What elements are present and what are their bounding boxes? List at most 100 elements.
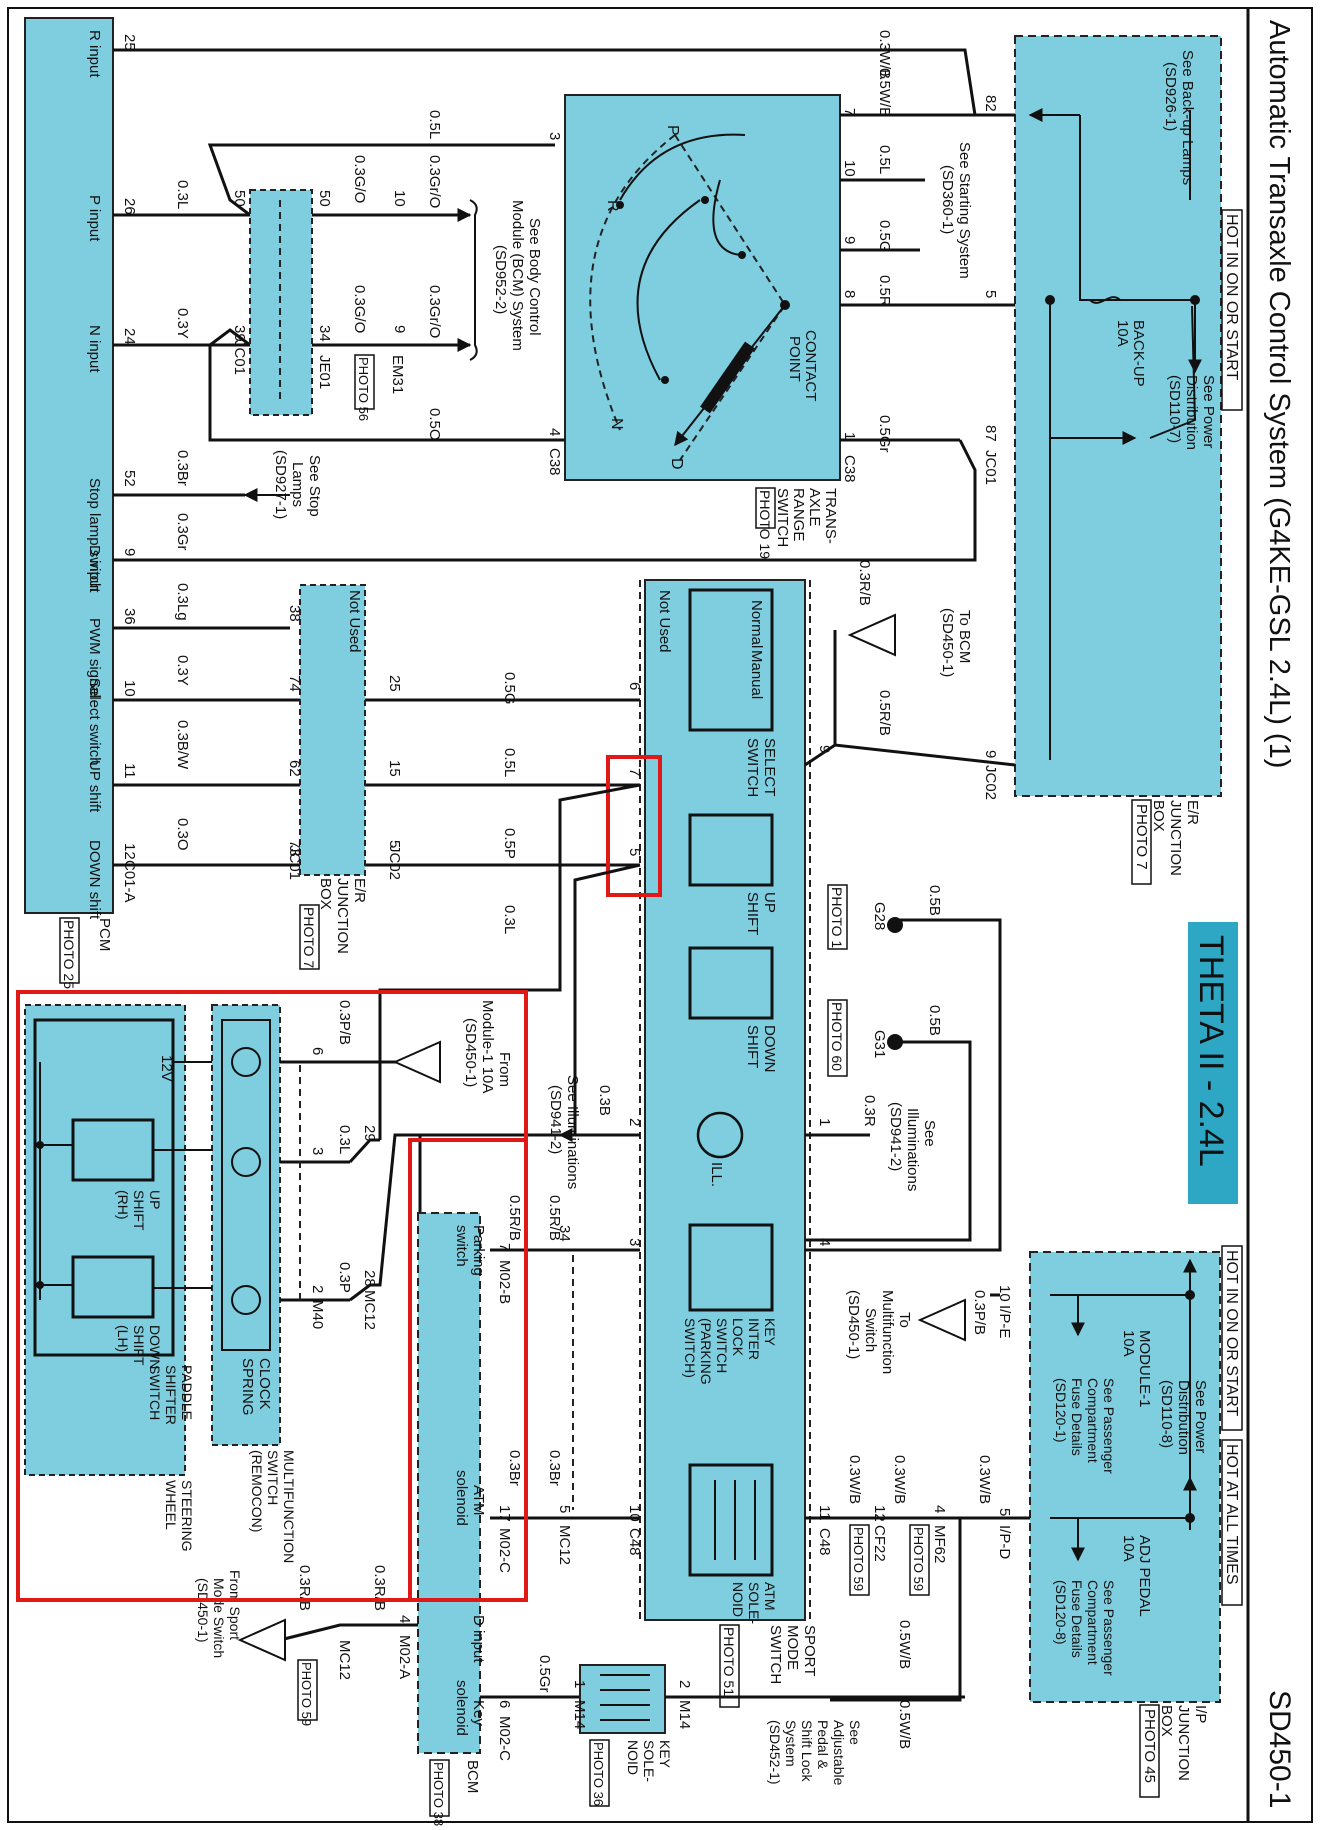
bcm-pin-17: 17	[496, 1505, 513, 1522]
range-switch-name-3: RANGE	[790, 488, 807, 541]
sheet-title: Automatic Transaxle Control System (G4KE…	[1263, 20, 1295, 768]
see-adj-4: Shift Lock	[799, 1720, 815, 1782]
ip-junction-box: HOT IN ON OR START HOT AT ALL TIMES I/P …	[996, 1245, 1243, 1798]
pcm-in-d: D input	[86, 545, 103, 593]
mc12-st: MC12	[361, 1290, 378, 1330]
g28: G28	[871, 902, 888, 930]
adj-see-1: See Passenger	[1101, 1580, 1117, 1676]
je01: JE01	[316, 355, 333, 389]
multi-sw-1: MULTIFUNCTION	[281, 1450, 297, 1563]
key-sol-2: SOLE-	[641, 1740, 657, 1782]
illumination-lamp-icon	[696, 1111, 744, 1159]
adj-fuse-1: ADJ PEDAL	[1136, 1535, 1153, 1617]
to-bcm-2: (SD450-1)	[939, 608, 956, 677]
bcm-see-1: See Body Control	[526, 218, 543, 336]
range-switch-photo: PHOTO 19	[757, 490, 773, 559]
ip-box-name-2: JUNCTION	[1175, 1705, 1192, 1781]
ip-hot-label-right: HOT AT ALL TIMES	[1223, 1444, 1240, 1585]
range-pin-9: 9	[841, 236, 858, 244]
w-05gr-key: 0.5Gr	[536, 1655, 553, 1693]
w-05g-range: 0.5G	[876, 220, 893, 253]
w-05rb-b: 0.5R/B	[506, 1195, 523, 1241]
er-left-photo: PHOTO 7	[301, 907, 317, 968]
module-see-2: Compartment	[1085, 1378, 1101, 1463]
pin-38: 38	[286, 605, 303, 622]
w-03y-n: 0.3Y	[174, 308, 191, 339]
mc12-sport-photo: PHOTO 59	[299, 1662, 314, 1726]
module-fuse-1: MODULE-1	[1136, 1330, 1153, 1408]
stop-see-2: Lamps	[289, 462, 306, 507]
pcm-in-pwm: PWM signal	[86, 618, 103, 698]
w-03l-p: 0.3L	[174, 180, 191, 209]
range-pos-n: N	[608, 418, 625, 430]
w-03y-sel: 0.3Y	[174, 655, 191, 686]
bcm-key-2: solenoid	[453, 1680, 470, 1736]
er-junction-box-left: Not Used E/R JUNCTION BOX PHOTO 7 JC01 J…	[286, 584, 403, 970]
key-sol-3: NOID	[625, 1740, 641, 1775]
w-03gro-a: 0.3G/O	[351, 155, 368, 203]
wheel-1: STEERING	[179, 1480, 195, 1552]
up-rh-1: UP	[147, 1190, 163, 1209]
multi-sw-3: (REMOCON)	[249, 1450, 265, 1532]
bcm-see-3: (SD952-2)	[492, 245, 509, 314]
cf22: CF22	[871, 1525, 888, 1562]
range-switch-name-1: TRANS-	[822, 488, 839, 544]
w-03b: 0.3B	[596, 1085, 613, 1116]
pcm-conn: C01-A	[121, 860, 138, 903]
range-conn-left: C38	[546, 448, 563, 476]
sport-not-used: Not Used	[656, 590, 673, 653]
pin-62: 62	[286, 760, 303, 777]
adj-fuse-2: 10A	[1120, 1535, 1137, 1562]
ip-box-name-3: BOX	[1158, 1705, 1175, 1737]
w-03wb-atm-a: 0.3W/B	[846, 1455, 863, 1504]
er-junction-box: HOT IN ON OR START E/R JUNCTION BOX PHOT…	[982, 35, 1243, 885]
w-03rb: 0.3R/B	[856, 560, 873, 606]
clock-spring-coil-1-icon	[231, 1047, 261, 1077]
ip-hot-label-left: HOT IN ON OR START	[1223, 1250, 1240, 1416]
key-solenoid: 0.5Gr 1 M14 2 M14 KEY SOLE- NOID PHOTO 3…	[480, 1655, 965, 1807]
pin-12-cf22: 12	[871, 1505, 888, 1522]
mc12-sport: MC12	[336, 1640, 353, 1680]
ip-conn-ipe: I/P-E	[996, 1305, 1013, 1338]
sport-pin-3: 3	[626, 1238, 643, 1246]
w-05wb-adj-b: 0.5W/B	[896, 1700, 913, 1749]
sport-pin-2: 2	[626, 1118, 643, 1126]
range-pin-7: 7	[841, 108, 858, 116]
pin-2-m14: 2	[676, 1680, 693, 1688]
backup-fuse-1: BACK-UP	[1130, 320, 1147, 387]
w-03o: 0.3O	[174, 818, 191, 851]
w-05o: 0.5O	[426, 408, 443, 441]
atm-sol-1: ATM	[762, 1582, 778, 1611]
er-left-name-2: JUNCTION	[334, 878, 351, 954]
w-05rb-a: 0.5R/B	[546, 1195, 563, 1241]
mc12-mid: MC12	[556, 1525, 573, 1565]
see-backup-1: See Back-up Lamps	[1179, 50, 1196, 185]
stop-see-3: (SD927-1)	[272, 450, 289, 519]
m14-b: M14	[676, 1700, 693, 1729]
pin-29: 29	[361, 1125, 378, 1142]
up-shift-2: SHIFT	[744, 892, 761, 935]
er-conn-jc02: JC02	[982, 765, 999, 800]
pin-9: 9	[391, 325, 408, 333]
w-03pb: 0.3P/B	[336, 1000, 353, 1045]
w-05r-range: 0.5R	[876, 275, 893, 307]
pcm-in-up: UP shift	[86, 760, 103, 813]
pcm-in-stop: Stop lamp switch	[86, 478, 103, 591]
w-03wb-atm-b: 0.3W/B	[891, 1455, 908, 1504]
er-left-name-1: E/R	[351, 878, 368, 903]
w-03br-b: 0.3Br	[506, 1450, 523, 1486]
sport-mode-switch: Not Used SPORT MODE SWITCH PHOTO 51 Norm…	[626, 579, 833, 1708]
to-multi-4: (SD450-1)	[845, 1290, 862, 1359]
w-05rb-top: 0.5R/B	[876, 690, 893, 736]
pin-25: 25	[386, 675, 403, 692]
er-box-photo: PHOTO 7	[1133, 804, 1150, 870]
pcm-photo: PHOTO 25	[61, 920, 77, 989]
er-box-name-3: BOX	[1150, 800, 1167, 832]
ground-g31-icon	[887, 1034, 903, 1050]
ip-see-power-2: Distribution	[1175, 1380, 1192, 1455]
sport-left-wires: 0.3B See Illuminations (SD941-2) 0.5R/B …	[378, 783, 641, 1565]
keylock-4: SWITCH	[714, 1318, 730, 1373]
sport-conn-left: C48	[626, 1528, 643, 1556]
w-03lg: 0.3Lg	[174, 583, 191, 621]
range-pin-4: 4	[546, 428, 563, 436]
